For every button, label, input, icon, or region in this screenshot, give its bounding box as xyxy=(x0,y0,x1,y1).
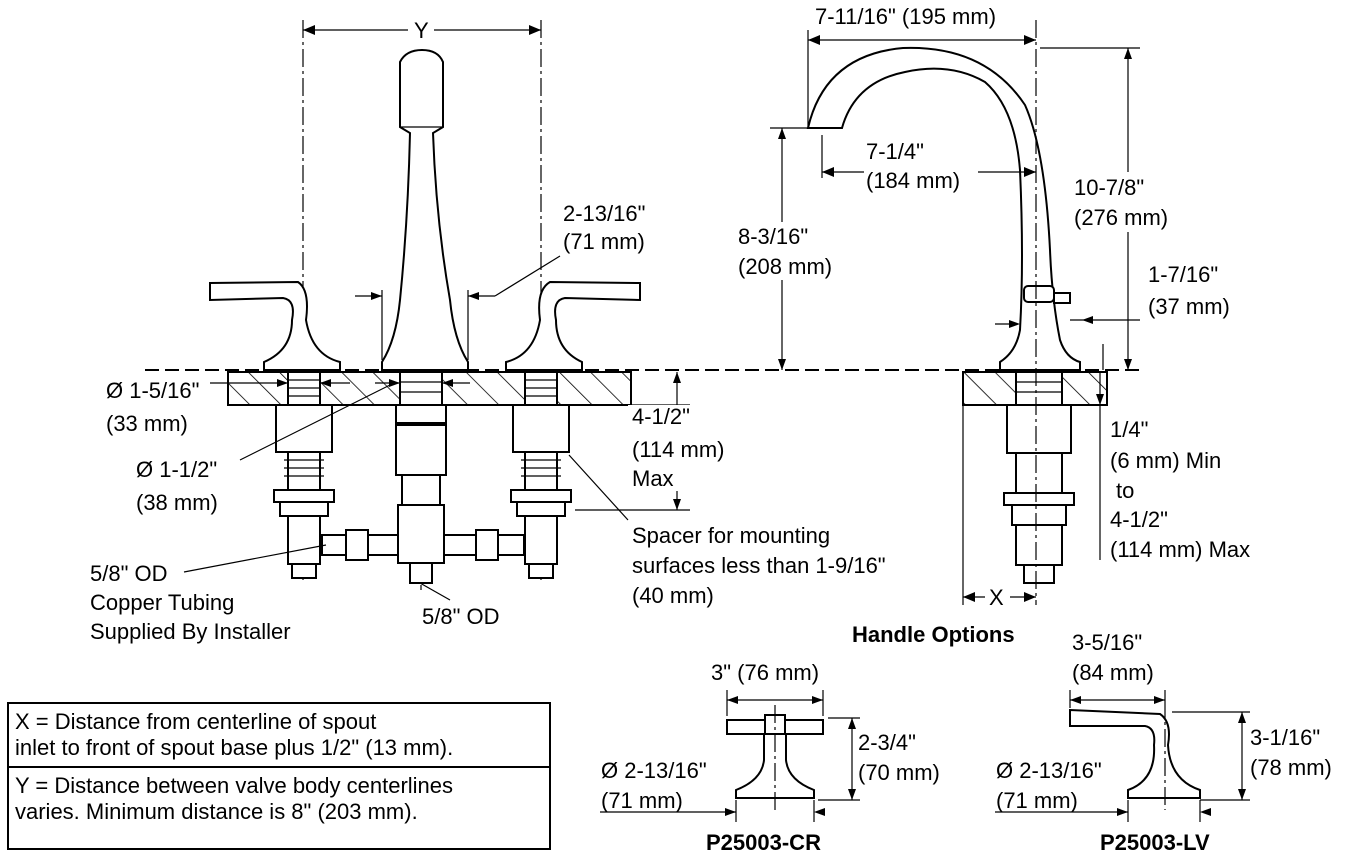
y-label-bg xyxy=(408,16,434,42)
deck-range-line5: (114 mm) Max xyxy=(1110,537,1250,562)
lever-height-mm: (78 mm) xyxy=(1250,755,1332,780)
cross-base-label: Ø 2-13/16" xyxy=(601,758,707,783)
max-thickness-max: Max xyxy=(632,466,674,491)
spout-side xyxy=(806,46,1081,371)
cross-handle-drawing xyxy=(600,690,860,822)
cross-height-mm: (70 mm) xyxy=(858,760,940,785)
max-thickness-label: 4-1/2" xyxy=(632,404,690,429)
spout-base-dia-label: 2-13/16" xyxy=(563,201,645,226)
spout-shank-dia-mm: (38 mm) xyxy=(136,490,218,515)
outlet-reach-label: 7-1/4" xyxy=(866,139,924,164)
left-handle xyxy=(209,280,341,371)
supply-tubing xyxy=(321,529,525,561)
cross-height-label: 2-3/4" xyxy=(858,730,916,755)
spout-height-label: 10-7/8" xyxy=(1074,175,1144,200)
tubing-note-line1: 5/8" OD xyxy=(90,561,168,586)
handle-shank-dia-label: Ø 1-5/16" xyxy=(106,378,199,403)
right-valve-body xyxy=(510,371,572,579)
max-thickness-mm: (114 mm) xyxy=(632,437,725,462)
popup-height-label: 1-7/16" xyxy=(1148,262,1218,287)
y-definition: Y = Distance between valve body centerli… xyxy=(9,766,549,830)
lever-model-label: P25003-LV xyxy=(1100,830,1210,855)
front-view: Y xyxy=(90,16,1140,644)
side-shank xyxy=(1003,371,1075,584)
handle-options-title: Handle Options xyxy=(852,622,1015,647)
cross-model-label: P25003-CR xyxy=(706,830,821,855)
x-definition: X = Distance from centerline of spout in… xyxy=(15,709,454,760)
popup-height-mm: (37 mm) xyxy=(1148,294,1230,319)
handle-shank-dia-mm: (33 mm) xyxy=(106,411,188,436)
lever-height-label: 3-1/16" xyxy=(1250,725,1320,750)
side-view: 7-11/16" (195 mm) 7-1/4" (184 mm) 8-3/16… xyxy=(736,4,1250,610)
definitions-legend: X = Distance from centerline of spout in… xyxy=(7,702,551,850)
left-valve-body xyxy=(273,371,335,579)
deck-range-line1: 1/4" xyxy=(1110,417,1148,442)
right-handle xyxy=(505,280,641,371)
spacer-note-line3: (40 mm) xyxy=(632,583,714,608)
tubing-note-line3: Supplied By Installer xyxy=(90,619,291,644)
lever-base-label: Ø 2-13/16" xyxy=(996,758,1102,783)
outlet-height-mm: (208 mm) xyxy=(738,254,832,279)
spout-shank xyxy=(395,371,447,584)
lever-base-mm: (71 mm) xyxy=(996,788,1078,813)
outlet-od-label: 5/8" OD xyxy=(422,604,500,629)
spout-base-dia-mm: (71 mm) xyxy=(563,229,645,254)
x-dimension-label: X xyxy=(989,585,1004,610)
spacer-note-line2: surfaces less than 1-9/16" xyxy=(632,553,886,578)
spout-height-mm: (276 mm) xyxy=(1074,205,1168,230)
outlet-height-label: 8-3/16" xyxy=(738,224,808,249)
spout-shank-dia-label: Ø 1-1/2" xyxy=(136,457,217,482)
cross-width-label: 3" (76 mm) xyxy=(711,660,819,685)
spout-reach-label: 7-11/16" (195 mm) xyxy=(815,4,996,29)
deck-range-line3: to xyxy=(1116,478,1134,503)
tubing-note-line2: Copper Tubing xyxy=(90,590,234,615)
deck-range-line4: 4-1/2" xyxy=(1110,507,1168,532)
lever-width-label: 3-5/16" xyxy=(1072,630,1142,655)
spacer-note-line1: Spacer for mounting xyxy=(632,523,830,548)
spout-front xyxy=(381,48,469,371)
y-dimension-label: Y xyxy=(414,18,429,43)
handle-options: Handle Options 3" (76 mm) 2-3/4" (70 mm)… xyxy=(600,622,1332,855)
deck-range-line2: (6 mm) Min xyxy=(1110,448,1221,473)
lever-width-mm: (84 mm) xyxy=(1072,660,1154,685)
cross-base-mm: (71 mm) xyxy=(601,788,683,813)
lever-handle-drawing xyxy=(995,690,1250,822)
outlet-reach-mm: (184 mm) xyxy=(866,168,960,193)
